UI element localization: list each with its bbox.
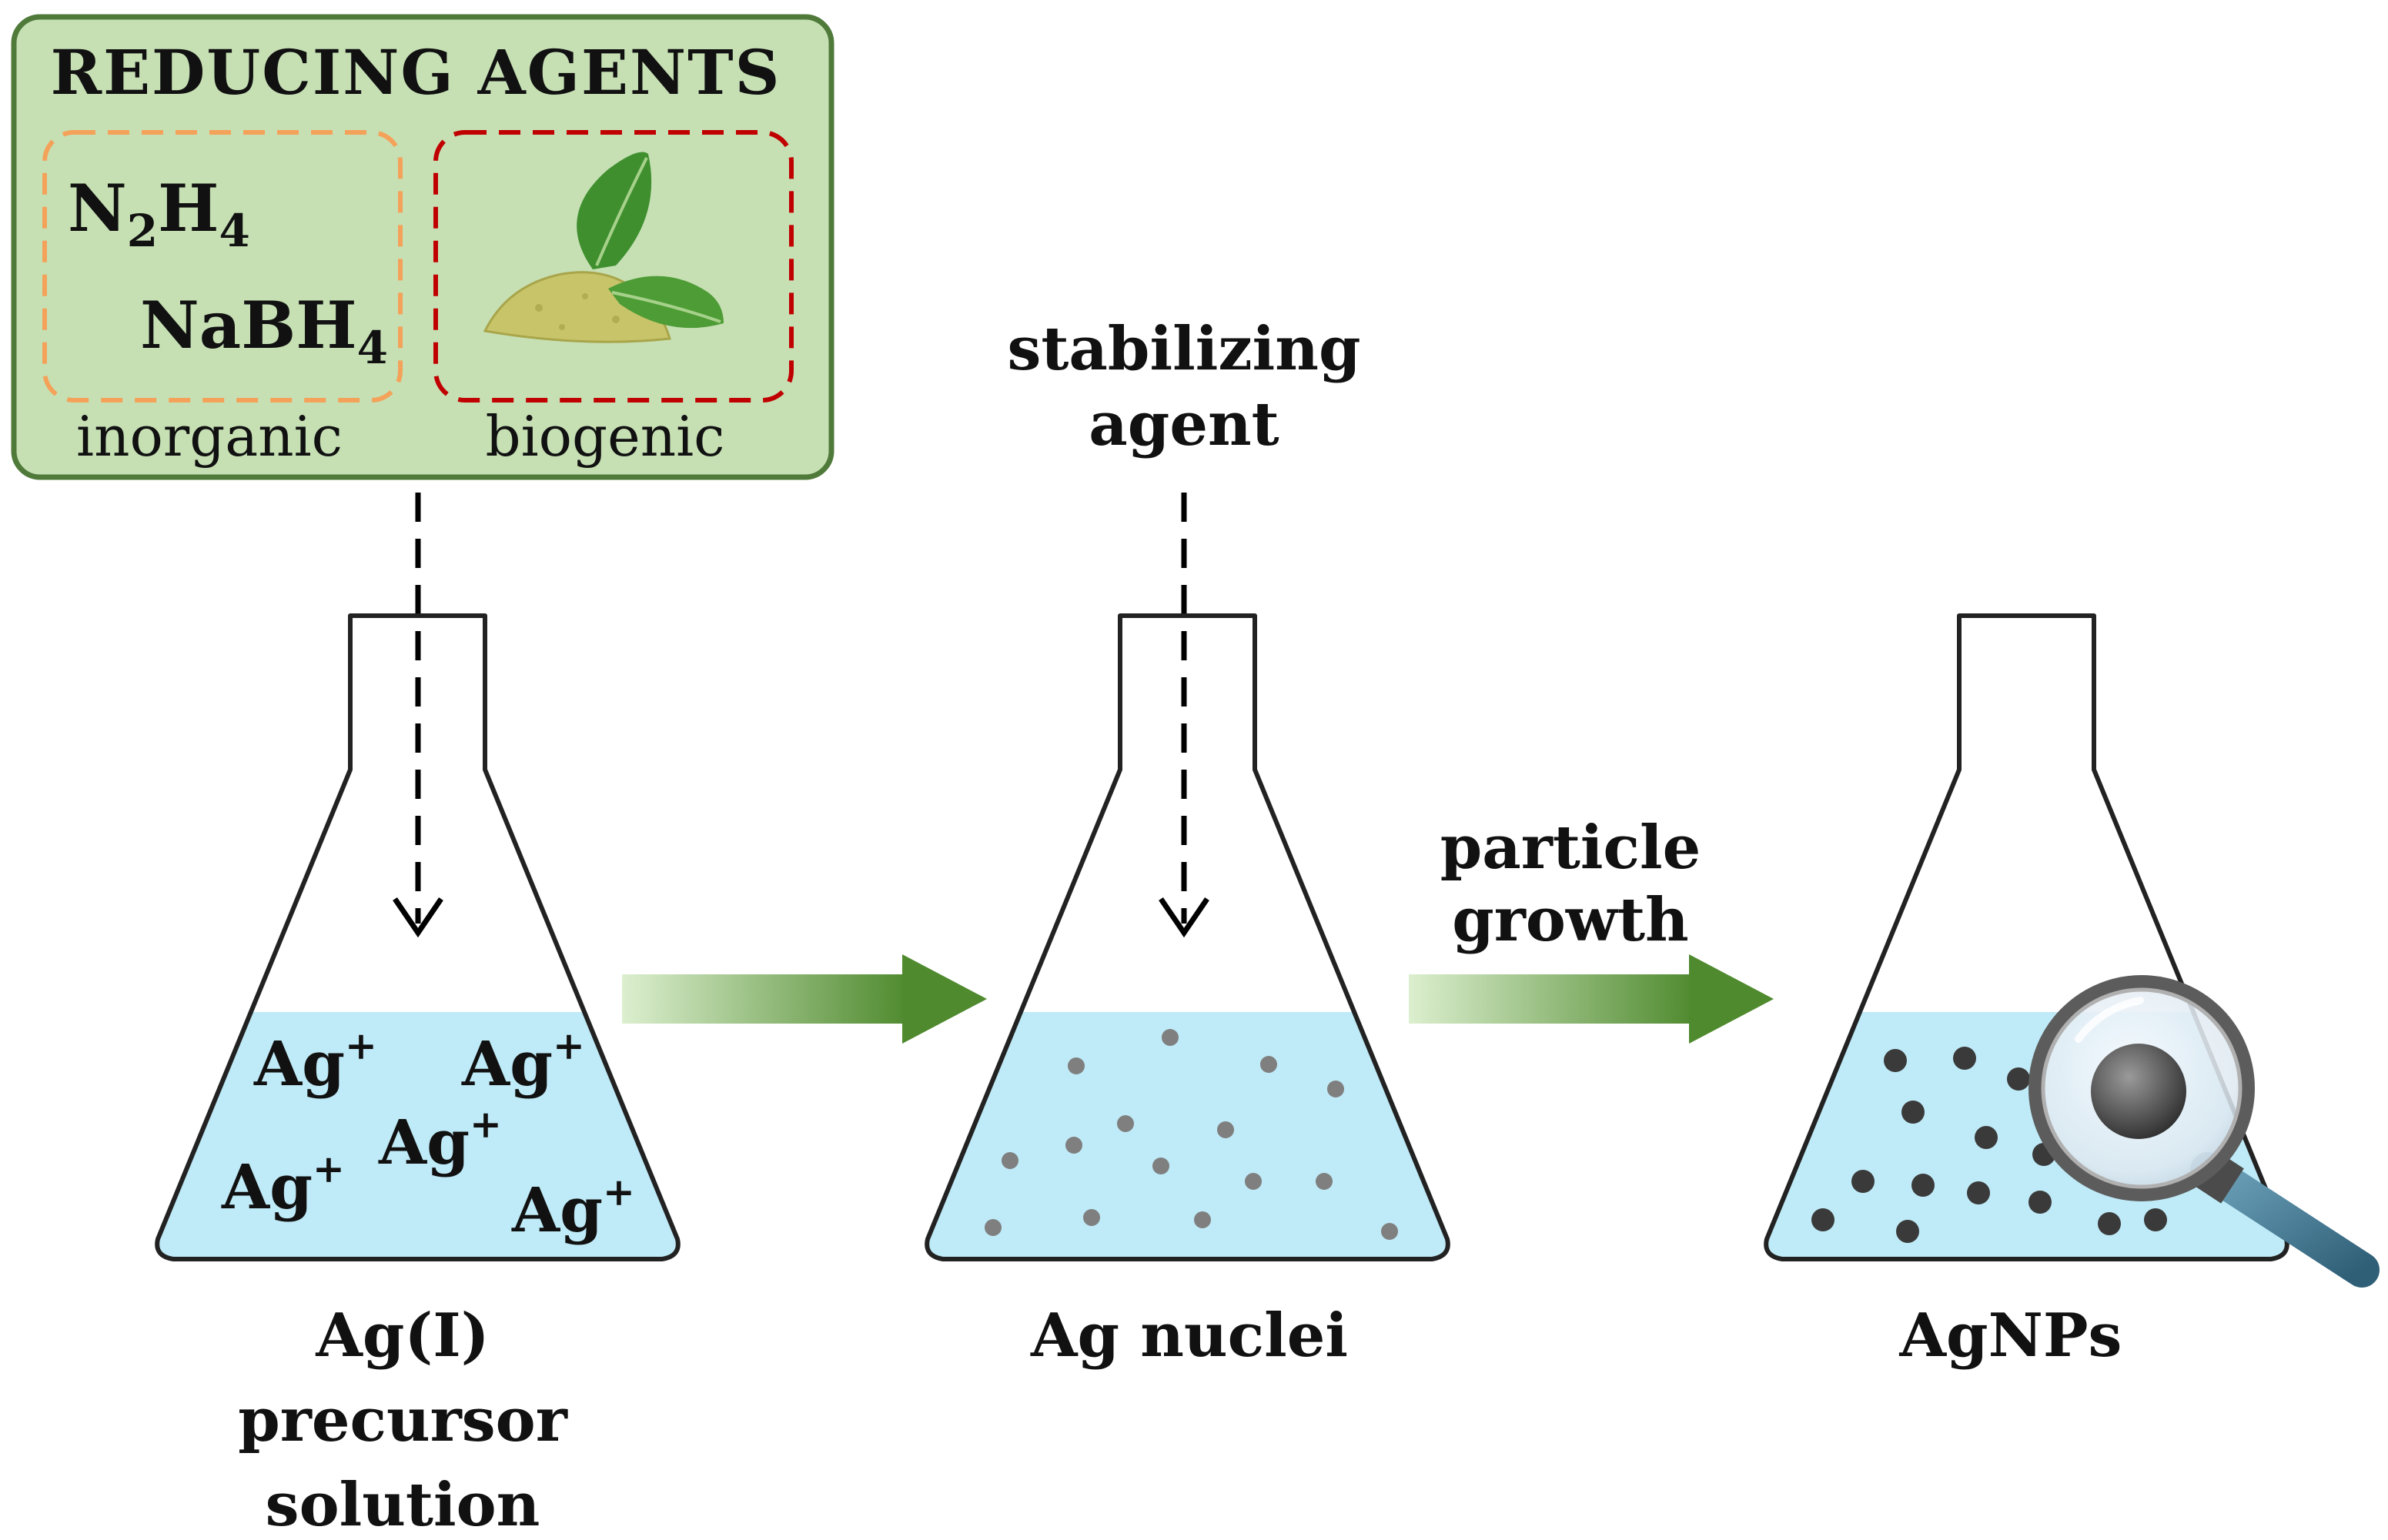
magnified-particle: [2091, 1044, 2186, 1139]
hydrazine-formula: N2H4: [68, 170, 250, 257]
flask-nuclei: [925, 613, 1450, 1261]
flask-outline: [155, 613, 681, 1261]
biogenic-caption: biogenic: [486, 404, 725, 469]
silver-ion-label: Ag+: [253, 1023, 377, 1100]
biogenic-dashed-box: [433, 130, 794, 403]
sodium-borohydride-formula: NaBH4: [140, 287, 388, 374]
particle-growth-label-line1: particle: [1440, 813, 1701, 883]
silver-ion-label: Ag+: [511, 1169, 635, 1246]
stabilizing-agent-label-line2: agent: [1089, 389, 1279, 459]
precursor-caption-line1: Ag(I): [315, 1301, 489, 1371]
silver-nuclei-dots: [985, 1029, 1398, 1240]
process-arrow-2: [1409, 954, 1774, 1044]
inorganic-dashed-box: [42, 130, 403, 403]
silver-ion-label: Ag+: [378, 1101, 502, 1178]
stabilizing-agent-label-line1: stabilizing: [1007, 314, 1360, 384]
reducing-agents-box: REDUCING AGENTS N2H4 NaBH4 inorganic bio…: [11, 14, 834, 480]
precursor-caption-line3: solution: [266, 1470, 540, 1540]
leaf-powder-icon: [483, 152, 724, 343]
process-arrow-1: [622, 954, 987, 1044]
inorganic-caption: inorganic: [76, 404, 343, 469]
silver-nanoparticle-dots: [1811, 1047, 2167, 1243]
flask-outline: [925, 613, 1450, 1261]
precursor-caption-line2: precursor: [238, 1385, 567, 1455]
precursor-liquid: [157, 1012, 678, 1259]
magnifier-icon: [2028, 975, 2380, 1288]
nuclei-caption: Ag nuclei: [1030, 1301, 1348, 1371]
flask-nanoparticles: [1764, 613, 2380, 1288]
silver-ion-label: Ag+: [221, 1146, 345, 1223]
flask-precursor: Ag+ Ag+ Ag+ Ag+ Ag+: [155, 613, 681, 1261]
reducing-agents-title: REDUCING AGENTS: [51, 36, 781, 109]
silver-ion-label: Ag+: [461, 1023, 585, 1100]
particle-growth-label-line2: growth: [1452, 885, 1689, 955]
reducing-agent-dashed-arrow: [393, 493, 443, 938]
nanoparticles-caption: AgNPs: [1899, 1301, 2122, 1371]
nuclei-liquid: [927, 1012, 1448, 1259]
stabilizing-agent-dashed-arrow: [1159, 493, 1209, 938]
